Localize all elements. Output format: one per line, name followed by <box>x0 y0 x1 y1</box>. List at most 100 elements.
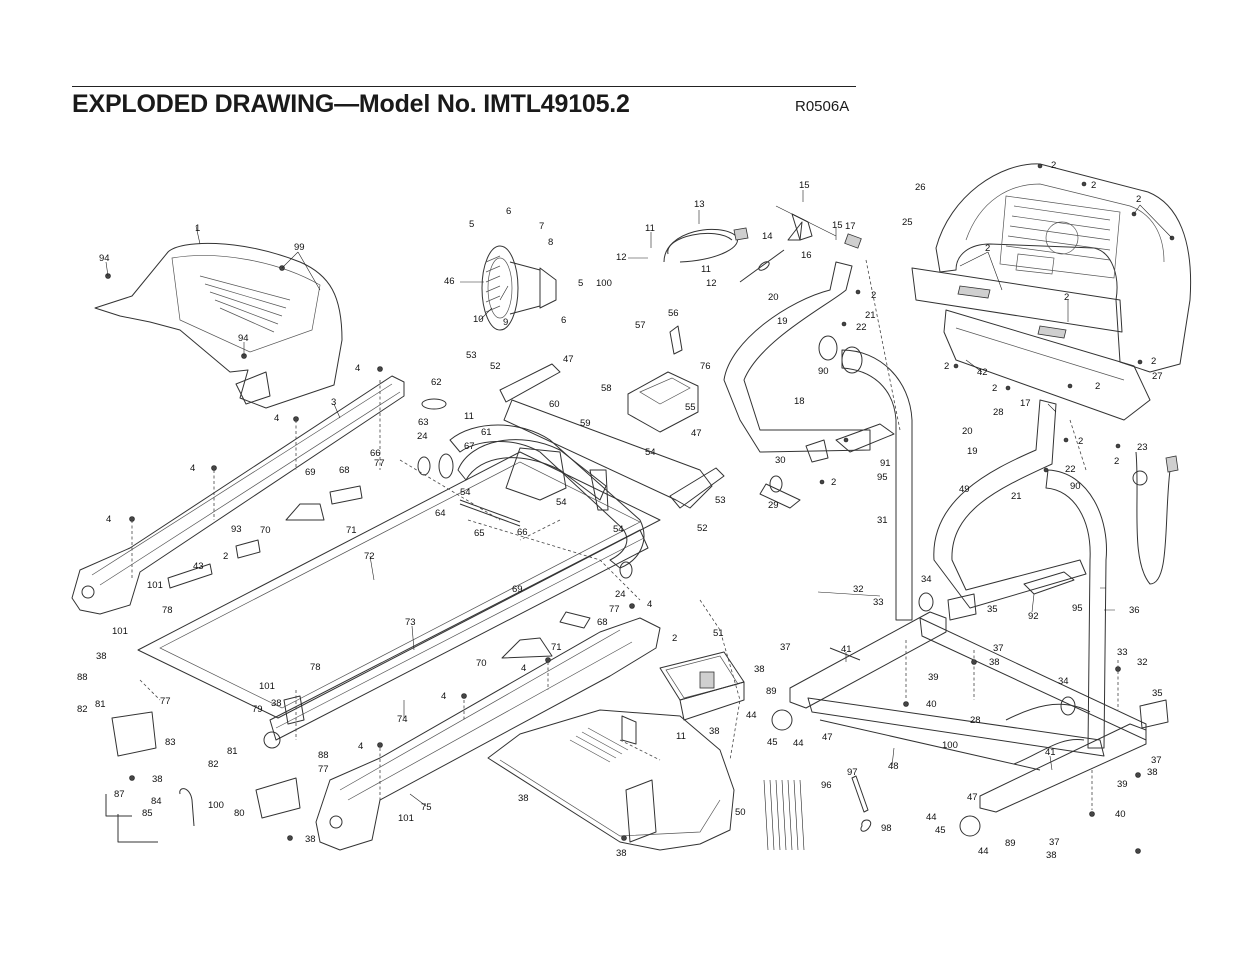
svg-text:50: 50 <box>735 807 746 818</box>
drive-motor <box>481 245 557 331</box>
svg-text:87: 87 <box>114 789 125 800</box>
right-upright <box>933 399 1108 749</box>
svg-text:79: 79 <box>252 704 263 715</box>
svg-text:9: 9 <box>503 317 508 328</box>
svg-text:2: 2 <box>985 243 990 254</box>
svg-text:4: 4 <box>358 741 363 752</box>
svg-text:80: 80 <box>234 808 245 819</box>
cable-ties <box>763 779 805 851</box>
svg-text:88: 88 <box>318 750 329 761</box>
svg-text:38: 38 <box>96 651 107 662</box>
left-side-rail <box>71 375 405 615</box>
svg-text:54: 54 <box>556 497 567 508</box>
svg-text:38: 38 <box>152 774 163 785</box>
deck-assembly <box>137 451 661 741</box>
svg-text:95: 95 <box>877 472 888 483</box>
svg-text:2: 2 <box>1078 436 1083 447</box>
svg-text:12: 12 <box>616 252 627 263</box>
svg-text:4: 4 <box>274 413 279 424</box>
svg-text:2: 2 <box>871 290 876 301</box>
svg-text:38: 38 <box>271 698 282 709</box>
svg-text:62: 62 <box>431 377 442 388</box>
svg-text:48: 48 <box>888 761 899 772</box>
svg-text:85: 85 <box>142 808 153 819</box>
svg-text:28: 28 <box>970 715 981 726</box>
svg-text:68: 68 <box>339 465 350 476</box>
left-upright <box>723 261 913 621</box>
svg-text:40: 40 <box>926 699 937 710</box>
svg-text:67: 67 <box>464 441 475 452</box>
svg-text:54: 54 <box>645 447 656 458</box>
svg-text:20: 20 <box>768 292 779 303</box>
svg-text:38: 38 <box>709 726 720 737</box>
svg-text:41: 41 <box>1045 747 1056 758</box>
svg-text:38: 38 <box>989 657 1000 668</box>
svg-text:34: 34 <box>1058 676 1069 687</box>
svg-text:101: 101 <box>147 580 163 591</box>
svg-text:54: 54 <box>460 487 471 498</box>
svg-text:69: 69 <box>512 584 523 595</box>
svg-text:52: 52 <box>697 523 708 534</box>
svg-text:37: 37 <box>1151 755 1162 766</box>
leader-lines <box>105 190 1173 807</box>
svg-text:53: 53 <box>715 495 726 506</box>
svg-text:74: 74 <box>397 714 408 725</box>
rollers <box>417 453 633 579</box>
svg-text:77: 77 <box>318 764 329 775</box>
svg-text:38: 38 <box>518 793 529 804</box>
svg-text:82: 82 <box>77 704 88 715</box>
svg-text:90: 90 <box>1070 481 1081 492</box>
svg-text:69: 69 <box>305 467 316 478</box>
svg-text:21: 21 <box>1011 491 1022 502</box>
svg-text:18: 18 <box>794 396 805 407</box>
svg-text:94: 94 <box>99 253 110 264</box>
svg-text:47: 47 <box>967 792 978 803</box>
svg-text:63: 63 <box>418 417 429 428</box>
svg-text:2: 2 <box>1051 160 1056 171</box>
svg-text:2: 2 <box>1091 180 1096 191</box>
svg-text:60: 60 <box>549 399 560 410</box>
svg-text:71: 71 <box>551 642 562 653</box>
svg-text:16: 16 <box>801 250 812 261</box>
svg-text:36: 36 <box>1129 605 1140 616</box>
page-title: EXPLODED DRAWING—Model No. IMTL49105.2 <box>72 90 630 118</box>
svg-text:99: 99 <box>294 242 305 253</box>
svg-text:39: 39 <box>928 672 939 683</box>
wire-harness <box>739 249 785 283</box>
svg-text:42: 42 <box>977 367 988 378</box>
svg-text:57: 57 <box>635 320 646 331</box>
svg-text:22: 22 <box>1065 464 1076 475</box>
svg-text:97: 97 <box>847 767 858 778</box>
header-rule <box>72 86 856 87</box>
callout-labels: 1 99 94 94 4 3 4 4 4 101 78 101 38 88 81… <box>77 160 1163 861</box>
svg-text:32: 32 <box>1137 657 1148 668</box>
svg-text:75: 75 <box>421 802 432 813</box>
svg-text:100: 100 <box>208 800 224 811</box>
svg-text:11: 11 <box>464 411 474 422</box>
svg-text:3: 3 <box>331 397 336 408</box>
svg-text:73: 73 <box>405 617 416 628</box>
svg-text:15: 15 <box>799 180 810 191</box>
svg-text:44: 44 <box>793 738 804 749</box>
svg-text:33: 33 <box>1117 647 1128 658</box>
svg-text:45: 45 <box>767 737 778 748</box>
svg-text:72: 72 <box>364 551 375 562</box>
svg-text:5: 5 <box>578 278 583 289</box>
svg-text:11: 11 <box>701 264 711 275</box>
svg-text:77: 77 <box>374 458 385 469</box>
svg-text:38: 38 <box>305 834 316 845</box>
svg-text:2: 2 <box>1064 292 1069 303</box>
svg-text:37: 37 <box>780 642 791 653</box>
svg-text:2: 2 <box>223 551 228 562</box>
svg-text:54: 54 <box>613 524 624 535</box>
svg-text:53: 53 <box>466 350 477 361</box>
svg-text:31: 31 <box>877 515 888 526</box>
svg-text:46: 46 <box>444 276 455 287</box>
svg-text:25: 25 <box>902 217 913 228</box>
svg-text:37: 37 <box>1049 837 1060 848</box>
svg-text:24: 24 <box>615 589 626 600</box>
svg-text:38: 38 <box>1046 850 1057 861</box>
svg-text:4: 4 <box>647 599 652 610</box>
svg-text:88: 88 <box>77 672 88 683</box>
